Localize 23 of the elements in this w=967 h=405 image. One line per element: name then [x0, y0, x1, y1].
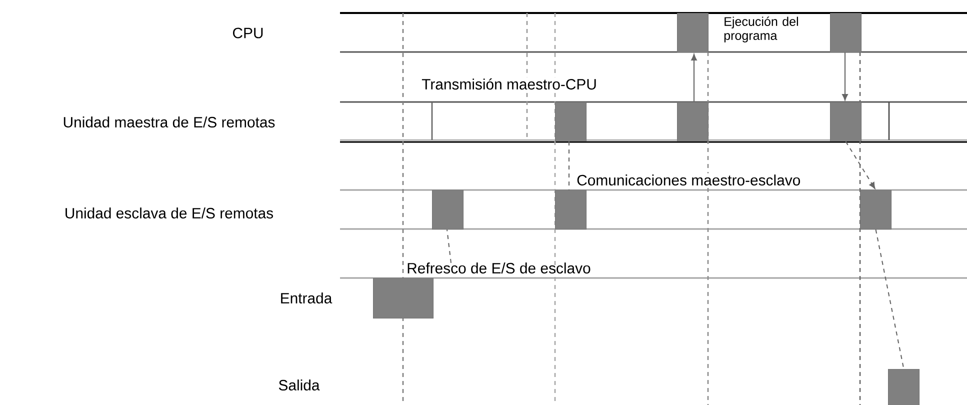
label-text: Salida [276, 378, 322, 392]
leader-line [446, 229, 452, 263]
timing-block [830, 13, 862, 53]
label-text: Unidad esclava de E/S remotas [63, 206, 275, 220]
timing-block [432, 190, 464, 230]
timing-block [555, 190, 587, 230]
timing-block [373, 278, 434, 319]
timing-block [555, 102, 587, 142]
annotation-text: Refresco de E/S de esclavo [408, 262, 590, 274]
timing-block [888, 369, 920, 405]
timing-block [677, 102, 709, 142]
timing-block [677, 13, 709, 53]
arrow [691, 54, 697, 102]
label-text: CPU [230, 26, 266, 40]
label-text: Comunicaciones maestro-esclavo [575, 173, 802, 187]
label-text: Ejecución del programa [724, 16, 798, 42]
label-text: Unidad maestra de E/S remotas [61, 115, 277, 129]
label-text: Entrada [278, 291, 334, 305]
arrow [845, 141, 876, 189]
timing-block [860, 190, 892, 230]
label-text: Transmisión maestro-CPU [420, 77, 598, 91]
arrow [842, 52, 848, 101]
timing-block [830, 102, 862, 142]
